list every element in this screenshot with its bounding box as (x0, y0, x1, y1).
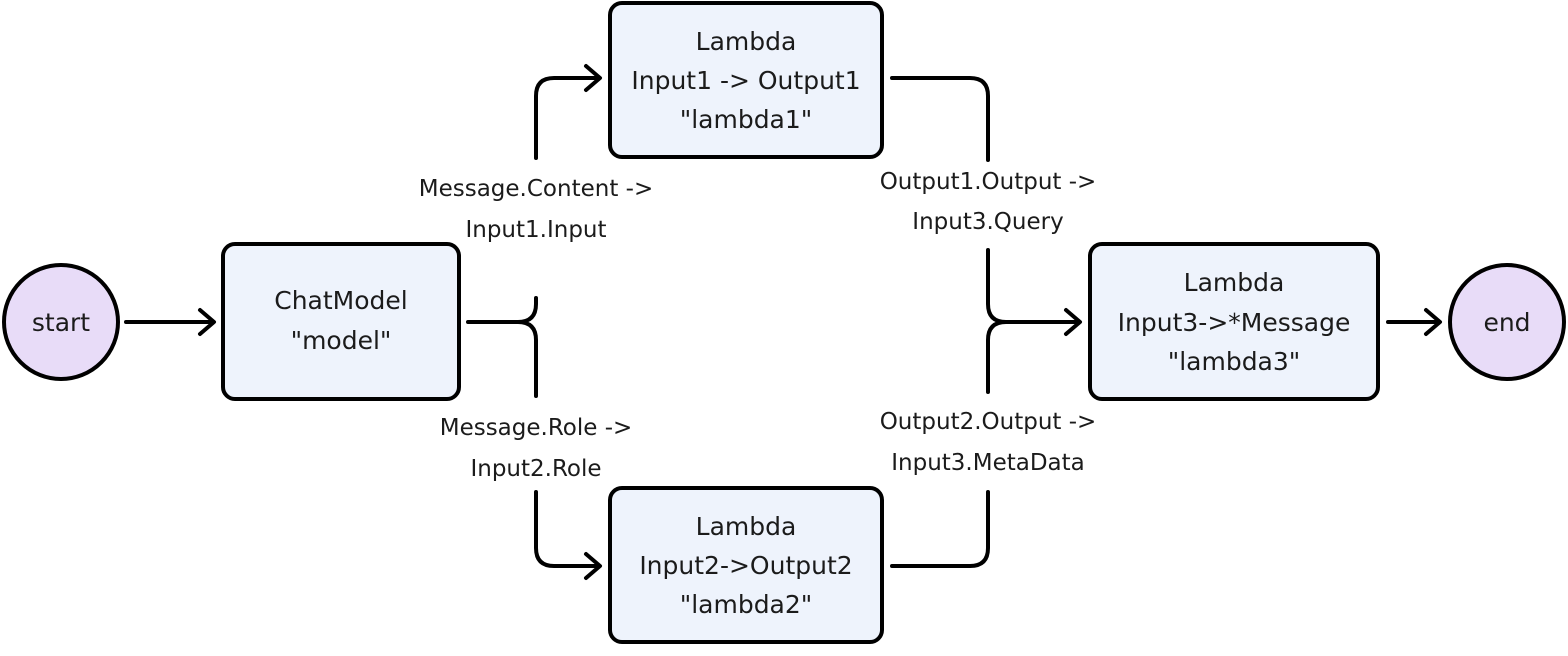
edge-model-to-lambda2 (534, 490, 600, 568)
edge-label-lambda2-to-lambda3-line-2: Input3.MetaData (891, 450, 1085, 476)
edge-label-model-to-lambda2-line-1: Message.Role -> (440, 415, 633, 441)
node-model-line-2: "model" (291, 326, 392, 355)
edge-label-model-to-lambda1-line-1: Message.Content -> (419, 176, 653, 202)
node-lambda2-line-2: Input2->Output2 (639, 551, 852, 580)
node-lambda1-line-1: Lambda (696, 27, 797, 56)
edge-label-model-to-lambda1: Message.Content -> Input1.Input (419, 176, 653, 243)
node-end-label: end (1483, 308, 1530, 337)
edge-label-model-to-lambda2: Message.Role -> Input2.Role (440, 415, 633, 482)
node-lambda2-line-1: Lambda (696, 512, 797, 541)
edge-label-lambda1-to-lambda3: Output1.Output -> Input3.Query (880, 169, 1097, 235)
arrowhead-lambda2-icon (584, 552, 602, 580)
node-lambda3-line-3: "lambda3" (1168, 347, 1301, 376)
edge-label-lambda1-to-lambda3-line-1: Output1.Output -> (880, 169, 1097, 195)
node-lambda3-line-1: Lambda (1184, 268, 1285, 297)
node-model: ChatModel "model" (221, 242, 461, 401)
edge-label-lambda2-to-lambda3: Output2.Output -> Input3.MetaData (880, 409, 1097, 476)
node-lambda3: Lambda Input3->*Message "lambda3" (1088, 242, 1380, 401)
edge-label-model-to-lambda1-line-2: Input1.Input (465, 217, 606, 243)
edge-label-lambda1-to-lambda3-line-2: Input3.Query (912, 209, 1063, 235)
edge-model-to-lambda1 (534, 76, 600, 160)
edge-lambda1-to-lambda3 (890, 76, 990, 162)
node-lambda1: Lambda Input1 -> Output1 "lambda1" (608, 1, 884, 159)
node-lambda2-line-3: "lambda2" (680, 590, 813, 619)
node-lambda1-line-2: Input1 -> Output1 (631, 66, 860, 95)
node-start: start (2, 263, 120, 381)
node-end: end (1448, 263, 1566, 381)
arrowhead-lambda3-icon (1064, 308, 1082, 336)
edge-merge-brace (986, 248, 1080, 394)
arrowhead-model-icon (198, 308, 216, 336)
node-start-label: start (32, 308, 90, 337)
node-lambda3-line-2: Input3->*Message (1118, 308, 1351, 337)
edge-model-branch (466, 296, 538, 398)
node-lambda1-line-3: "lambda1" (680, 105, 813, 134)
arrowhead-lambda1-icon (584, 64, 602, 92)
edge-label-model-to-lambda2-line-2: Input2.Role (470, 456, 601, 482)
edge-lambda2-to-lambda3 (890, 490, 990, 568)
arrowhead-end-icon (1424, 308, 1442, 336)
node-model-line-1: ChatModel (274, 286, 407, 315)
edge-label-lambda2-to-lambda3-line-1: Output2.Output -> (880, 409, 1097, 435)
node-lambda2: Lambda Input2->Output2 "lambda2" (608, 486, 884, 644)
